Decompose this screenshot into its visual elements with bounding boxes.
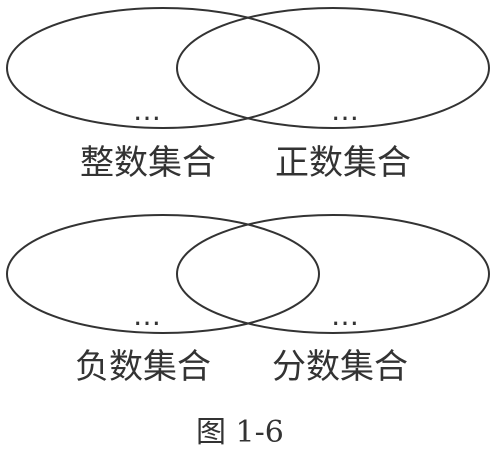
- set-ellipse-integers: [6, 7, 320, 129]
- label-integer-set: 整数集合: [80, 143, 216, 183]
- ellipsis-positive: …: [331, 94, 359, 127]
- figure-caption: 图 1-6: [196, 415, 284, 450]
- set-ellipse-fractions: [176, 214, 490, 334]
- set-ellipse-negative: [6, 214, 320, 334]
- label-positive-set: 正数集合: [275, 143, 411, 183]
- label-fraction-set: 分数集合: [272, 347, 408, 387]
- ellipsis-negative: …: [133, 299, 161, 332]
- set-ellipse-positive: [176, 7, 490, 129]
- ellipsis-integers: …: [133, 94, 161, 127]
- venn-diagram-top: … …: [6, 7, 490, 129]
- label-negative-set: 负数集合: [75, 347, 211, 387]
- ellipsis-fractions: …: [331, 299, 359, 332]
